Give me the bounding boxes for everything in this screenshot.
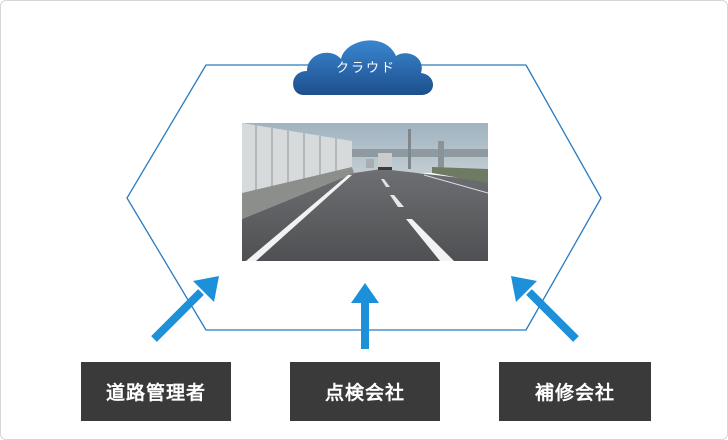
network-hexagon bbox=[126, 64, 602, 331]
cloud-icon bbox=[293, 40, 433, 95]
cloud-label: クラウド bbox=[335, 61, 396, 76]
highway-road-photo bbox=[242, 123, 488, 261]
stakeholder-inspection-company: 点検会社 bbox=[290, 362, 440, 421]
arrow-right-icon bbox=[511, 276, 579, 342]
arrow-center-icon bbox=[351, 283, 379, 349]
stakeholder-road-administrator: 道路管理者 bbox=[81, 362, 231, 421]
arrow-left-icon bbox=[151, 276, 219, 342]
stakeholder-repair-company: 補修会社 bbox=[499, 362, 651, 421]
